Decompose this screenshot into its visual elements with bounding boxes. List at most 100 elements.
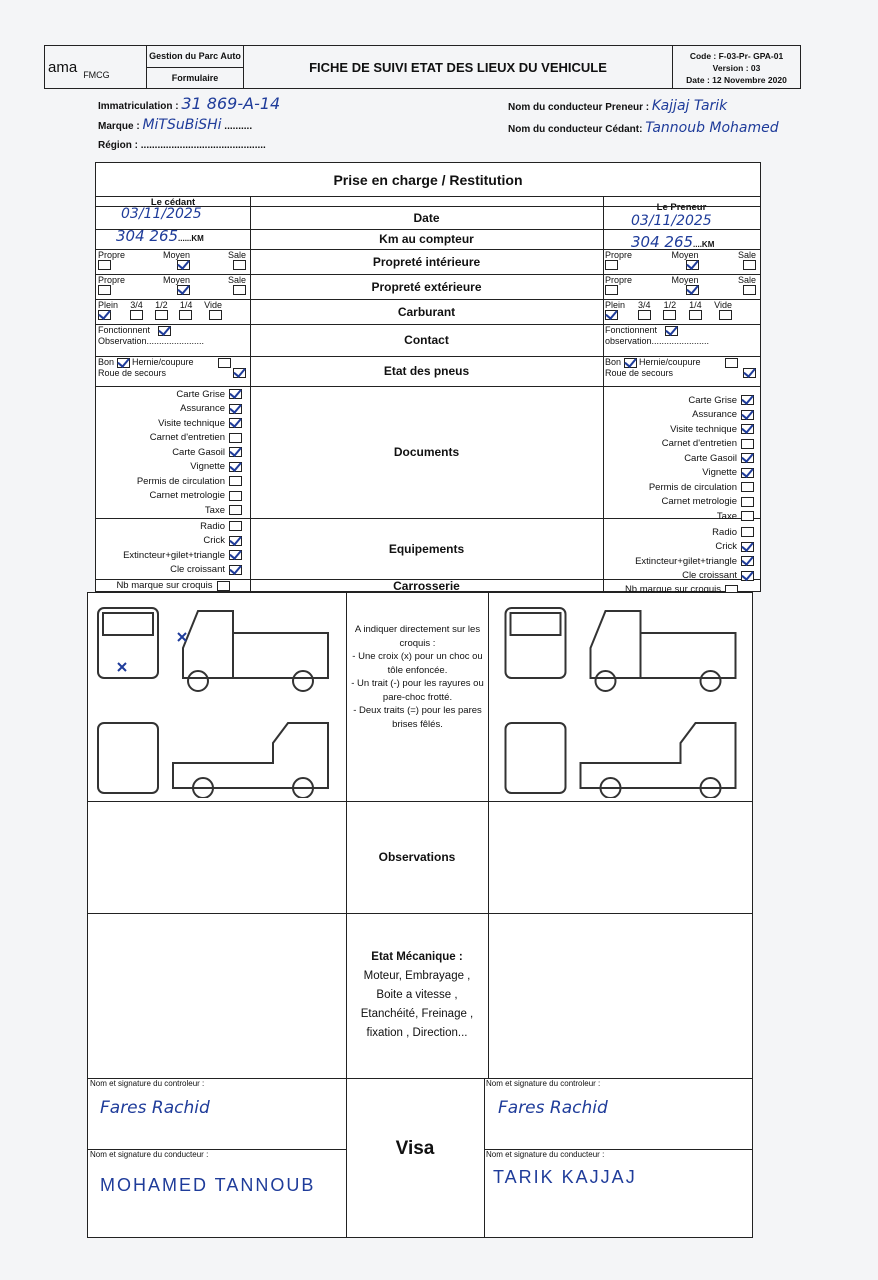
document-item: Vignette [96, 460, 242, 475]
checkbox-propre[interactable] [605, 285, 618, 295]
cond-right-label: Nom et signature du conducteur : [486, 1150, 605, 1159]
checkbox-sale[interactable] [742, 285, 756, 295]
equipment-checkbox[interactable] [741, 570, 754, 581]
main-table: Prise en charge / Restitution Le cédant … [95, 162, 761, 595]
document-checkbox[interactable] [741, 511, 754, 522]
checkbox-moyen[interactable] [177, 260, 190, 270]
marque-field: Marque : MiTSuBiSHi .......... [98, 117, 253, 133]
checkbox-vide[interactable] [719, 310, 732, 320]
equipment-checkbox[interactable] [741, 541, 754, 552]
tyre-good-checkbox[interactable] [623, 357, 637, 368]
left-km: 304 265......KM [116, 227, 204, 245]
document-checkbox[interactable] [229, 505, 242, 516]
document-checkbox[interactable] [741, 453, 754, 464]
contact-field: Fonctionnent observation................… [605, 325, 710, 346]
checkbox-sale[interactable] [232, 285, 246, 295]
immat-field: Immatriculation : 31 869-A-14 [98, 94, 281, 113]
document-checkbox[interactable] [229, 389, 242, 400]
checkbox-34[interactable] [129, 310, 143, 320]
document-item: Taxe [603, 509, 754, 524]
document-checkbox[interactable] [229, 418, 242, 429]
document-checkbox[interactable] [741, 496, 754, 507]
document-checkbox[interactable] [229, 432, 242, 443]
document-item: Carte Grise [603, 393, 754, 408]
row-pneus: Etat des pneus [383, 364, 470, 378]
contact-field: Fonctionnent Observation................… [98, 325, 205, 346]
equipment-checkbox[interactable] [741, 556, 754, 567]
checkbox-sale[interactable] [742, 260, 756, 270]
vehicle-sketch-left[interactable] [93, 603, 338, 798]
document-checkbox[interactable] [741, 395, 754, 406]
contact-checkbox[interactable] [157, 325, 171, 336]
checkbox-14[interactable] [688, 310, 702, 320]
form-title: FICHE DE SUIVI ETAT DES LIEUX DU VEHICUL… [309, 59, 607, 75]
equipment-checkbox[interactable] [229, 564, 242, 575]
document-item: Carte Gasoil [96, 445, 242, 460]
mecanique-label: Etat Mécanique :Moteur, Embrayage ,Boite… [360, 951, 474, 1039]
row-int: Propreté intérieure [372, 254, 481, 269]
checkbox-moyen[interactable] [685, 285, 699, 295]
equipment-item: Cle croissant [96, 563, 242, 578]
vehicle-sketch-right[interactable] [498, 603, 748, 798]
tyre-hernia-checkbox[interactable] [218, 357, 232, 368]
spare-wheel-checkbox[interactable] [743, 367, 756, 378]
document-checkbox[interactable] [229, 490, 242, 501]
checkbox-sale[interactable] [232, 260, 246, 270]
checkbox-propre[interactable] [98, 260, 111, 270]
logo-fmcg: FMCG [83, 70, 110, 80]
document-checkbox[interactable] [229, 461, 242, 472]
form-type: Formulaire [171, 72, 219, 83]
row-ext: Propreté extérieure [371, 279, 482, 294]
checkbox-14[interactable] [179, 310, 193, 320]
equipment-checkbox[interactable] [229, 550, 242, 561]
document-checkbox[interactable] [741, 438, 754, 449]
checkbox-12[interactable] [154, 310, 168, 320]
checkbox-34[interactable] [637, 310, 651, 320]
checkbox-propre[interactable] [605, 260, 618, 270]
checkbox-moyen[interactable] [177, 285, 190, 295]
region-field: Région : ...............................… [98, 140, 266, 151]
sketch-instructions: A indiquer directement sur les croquis :… [351, 624, 484, 730]
equipment-checkbox[interactable] [229, 535, 242, 546]
observations-label: Observations [378, 850, 456, 864]
checkbox-plein[interactable] [605, 310, 618, 320]
spare-wheel-checkbox[interactable] [233, 367, 246, 378]
checkbox-propre[interactable] [98, 285, 111, 295]
cond-left-label: Nom et signature du conducteur : [90, 1150, 209, 1159]
row-carb: Carburant [397, 304, 456, 319]
tyre-good-checkbox[interactable] [116, 357, 130, 368]
damage-count-checkbox[interactable] [216, 580, 230, 591]
equipment-checkbox[interactable] [741, 527, 754, 538]
document-checkbox[interactable] [229, 403, 242, 414]
checkbox-vide[interactable] [209, 310, 222, 320]
document-checkbox[interactable] [229, 476, 242, 487]
row-docs: Documents [393, 445, 460, 459]
checkbox-plein[interactable] [98, 310, 111, 320]
document-checkbox[interactable] [741, 424, 754, 435]
equipment-item: Extincteur+gilet+triangle [603, 554, 754, 569]
damage-count-field: Nb marque sur croquis [96, 579, 250, 592]
document-checkbox[interactable] [741, 467, 754, 478]
equipment-checkbox[interactable] [229, 521, 242, 532]
document-item: Carte Gasoil [603, 451, 754, 466]
tyre-hernia-checkbox[interactable] [725, 357, 739, 368]
contact-checkbox[interactable] [664, 325, 678, 336]
form-code: Code : F-03-Pr- GPA-01 [689, 51, 784, 61]
checkbox-12[interactable] [663, 310, 677, 320]
document-checkbox[interactable] [741, 482, 754, 493]
document-checkbox[interactable] [741, 409, 754, 420]
checkbox-moyen[interactable] [685, 260, 699, 270]
document-item: Carte Grise [96, 387, 242, 402]
form-header: ama FMCG Gestion du Parc Auto Formulaire… [44, 45, 801, 89]
document-checkbox[interactable] [229, 447, 242, 458]
cedant-field: Nom du conducteur Cédant: Tannoub Mohame… [508, 120, 779, 136]
left-head: Le cédant [150, 197, 196, 208]
